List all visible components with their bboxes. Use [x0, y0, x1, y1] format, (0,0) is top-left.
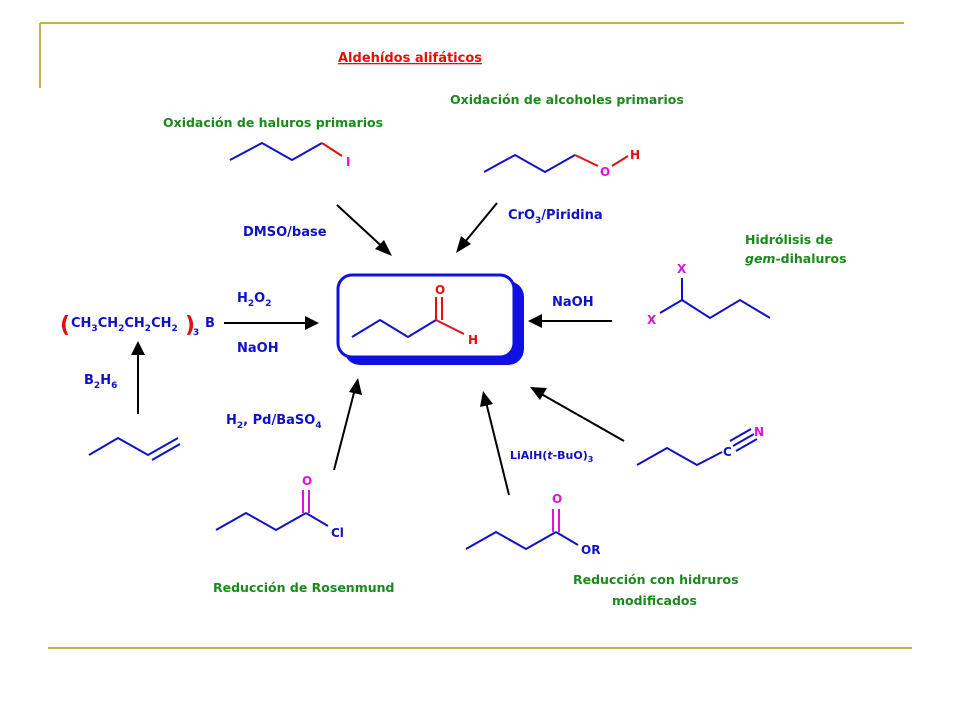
reagent-naoh-left: NaOH	[237, 341, 279, 356]
molecule-ester: O OR	[465, 492, 600, 557]
gem-cx-left	[659, 299, 683, 314]
route-label-gem-2: gem-dihaluros	[745, 251, 847, 266]
arrow-borane	[224, 316, 319, 330]
ester-oxygen: O	[552, 492, 562, 506]
ester-chain	[465, 530, 557, 551]
arrow-gem	[528, 314, 612, 328]
acyl-chloride-chain	[215, 511, 307, 532]
route-label-hydrides-2: modificados	[612, 593, 697, 608]
route-label-rosenmund: Reducción de Rosenmund	[213, 580, 394, 595]
nitrile-triple-3	[735, 438, 758, 452]
butanol-co-bond	[574, 154, 599, 167]
reagent-dmso-base: DMSO/base	[243, 225, 327, 240]
butanal-chain	[351, 318, 437, 339]
arrow-ester	[480, 391, 510, 496]
acyl-chloride-oxygen: O	[302, 474, 312, 488]
borane-paren-open: (	[60, 313, 70, 338]
borane-subscript: 3	[193, 328, 199, 338]
reagent-b2h6: B2H6	[84, 373, 117, 391]
molecule-acyl-chloride: O Cl	[215, 474, 344, 540]
route-label-halides: Oxidación de haluros primarios	[163, 115, 383, 130]
arrow-butene	[131, 341, 145, 414]
butanal-oxygen: O	[435, 283, 445, 297]
nitrile-chain	[636, 446, 723, 467]
arrow-halides	[336, 204, 392, 256]
gem-x-top: X	[677, 262, 687, 276]
product-box: O H	[336, 273, 524, 365]
butanal-hydrogen: H	[468, 333, 478, 347]
butene-chain	[88, 436, 179, 457]
nitrile-triple-2	[729, 428, 752, 442]
butyl-iodide-chain	[229, 141, 323, 162]
molecule-butene	[88, 436, 181, 461]
reagent-h2o2: H2O2	[237, 291, 271, 309]
borane-paren-close: )	[185, 313, 195, 338]
arrow-alcohols	[456, 202, 498, 253]
butene-double-bond	[151, 443, 181, 461]
arrow-rosenmund	[333, 378, 362, 471]
borane-formula: ( CH3CH2CH2CH2 ) 3 B	[60, 313, 215, 338]
chlorine-atom: Cl	[331, 526, 344, 540]
route-label-alcohols: Oxidación de alcoholes primarios	[450, 92, 684, 107]
reagent-cro3-piridina: CrO3/Piridina	[508, 208, 603, 226]
ester-or-group: OR	[581, 543, 600, 557]
reagent-naoh-right: NaOH	[552, 295, 594, 310]
butanol-oxygen: O	[600, 165, 610, 179]
butyl-iodide-ci-bond	[321, 142, 343, 157]
molecule-gem-dihalide: X X	[647, 262, 771, 327]
borane-chain: CH3CH2CH2CH2	[71, 316, 178, 334]
butanol-hydrogen: H	[630, 148, 640, 162]
nitrile-triple-1	[732, 433, 755, 447]
arrow-nitrile	[530, 387, 625, 442]
molecule-butanol: O H	[483, 148, 640, 179]
butanol-chain	[483, 153, 576, 174]
reagent-rosenmund: H2, Pd/BaSO4	[226, 413, 322, 431]
nitrile-carbon: C	[723, 445, 732, 459]
butanol-oh-bond	[611, 155, 629, 167]
molecule-nitrile: C N	[636, 425, 764, 467]
butanal-ch-bond	[435, 319, 465, 335]
reagent-lialh: LiAlH(t-BuO)3	[510, 449, 593, 464]
route-label-hydrides-1: Reducción con hidruros	[573, 572, 739, 587]
gem-chain	[681, 298, 771, 320]
route-label-gem-1: Hidrólisis de	[745, 232, 833, 247]
gem-x-left: X	[647, 313, 657, 327]
page-title: Aldehídos alifáticos	[338, 51, 482, 66]
acyl-chloride-ccl	[305, 512, 329, 527]
nitrile-nitrogen: N	[754, 425, 764, 439]
molecule-butyl-iodide: I	[229, 141, 350, 169]
product-box-frame	[336, 273, 516, 359]
iodine-atom: I	[346, 155, 350, 169]
ester-cor-bond	[555, 531, 579, 546]
borane-boron: B	[205, 316, 215, 331]
slide-frame	[39, 22, 912, 649]
